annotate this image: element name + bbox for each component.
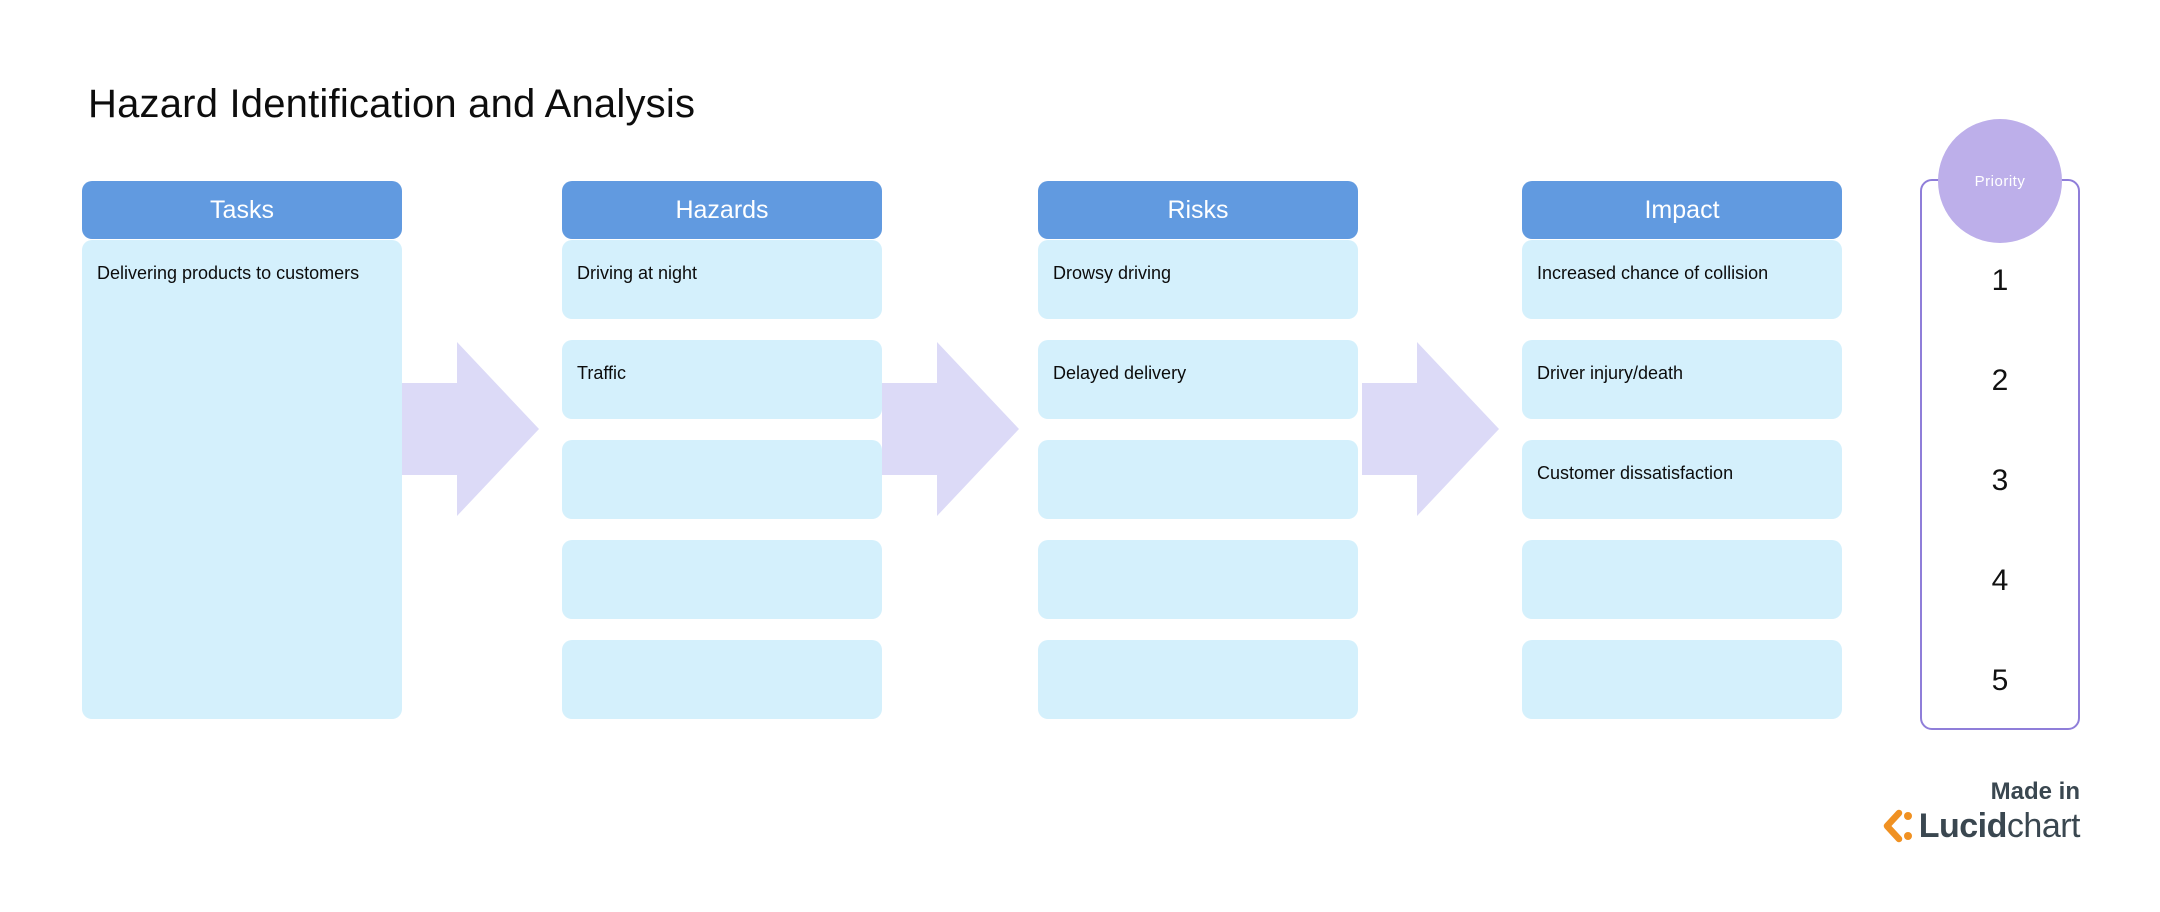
priority-panel[interactable] xyxy=(1920,179,2080,730)
priority-label: Priority xyxy=(1974,172,2026,190)
cell-impact-3[interactable]: Customer dissatisfaction xyxy=(1522,440,1842,519)
cell-hazards-2-label: Traffic xyxy=(577,363,627,383)
block-arrow-right-icon[interactable] xyxy=(882,342,1019,516)
cell-hazards-1-label: Driving at night xyxy=(577,263,698,283)
cell-risks-2-label: Delayed delivery xyxy=(1053,363,1187,383)
cell-risks-4[interactable] xyxy=(1038,540,1358,619)
priority-circle[interactable]: Priority xyxy=(1938,119,2062,243)
cell-risks-5[interactable] xyxy=(1038,640,1358,719)
column-header-tasks[interactable]: Tasks xyxy=(82,181,402,239)
cell-impact-2-label: Driver injury/death xyxy=(1537,363,1684,383)
cell-impact-1[interactable]: Increased chance of collision xyxy=(1522,240,1842,319)
cell-risks-1-label: Drowsy driving xyxy=(1053,263,1172,283)
cell-risks-3[interactable] xyxy=(1038,440,1358,519)
column-header-hazards[interactable]: Hazards xyxy=(562,181,882,239)
lucidchart-wordmark-light: chart xyxy=(2006,806,2081,845)
priority-value-5: 5 xyxy=(1991,664,2009,697)
lucidchart-badge[interactable]: Lucidchart xyxy=(1882,804,2081,848)
cell-impact-2[interactable]: Driver injury/death xyxy=(1522,340,1842,419)
column-header-impact[interactable]: Impact xyxy=(1522,181,1842,239)
column-header-risks[interactable]: Risks xyxy=(1038,181,1358,239)
cell-risks-2[interactable]: Delayed delivery xyxy=(1038,340,1358,419)
cell-hazards-5[interactable] xyxy=(562,640,882,719)
cell-hazards-4[interactable] xyxy=(562,540,882,619)
lucidchart-wordmark: Lucidchart xyxy=(1918,806,2081,846)
cell-tasks-1-label: Delivering products to customers xyxy=(97,263,360,283)
cell-hazards-2[interactable]: Traffic xyxy=(562,340,882,419)
cell-hazards-3[interactable] xyxy=(562,440,882,519)
priority-value-2: 2 xyxy=(1991,364,2009,397)
made-in-label: Made in xyxy=(1990,778,2080,805)
block-arrow-right-icon[interactable] xyxy=(402,342,539,516)
cell-risks-1[interactable]: Drowsy driving xyxy=(1038,240,1358,319)
cell-impact-4[interactable] xyxy=(1522,540,1842,619)
cell-impact-3-label: Customer dissatisfaction xyxy=(1537,463,1734,483)
cell-hazards-1[interactable]: Driving at night xyxy=(562,240,882,319)
priority-value-1: 1 xyxy=(1991,264,2009,297)
cell-tasks-1[interactable]: Delivering products to customers xyxy=(82,240,402,719)
page-title: Hazard Identification and Analysis xyxy=(88,82,696,126)
block-arrow-right-icon[interactable] xyxy=(1362,342,1499,516)
lucidchart-wordmark-bold: Lucid xyxy=(1918,806,2008,845)
cell-impact-1-label: Increased chance of collision xyxy=(1537,263,1769,283)
priority-value-3: 3 xyxy=(1991,464,2009,497)
cell-impact-5[interactable] xyxy=(1522,640,1842,719)
priority-value-4: 4 xyxy=(1991,564,2009,597)
lucidchart-mark-icon xyxy=(1883,809,1912,843)
